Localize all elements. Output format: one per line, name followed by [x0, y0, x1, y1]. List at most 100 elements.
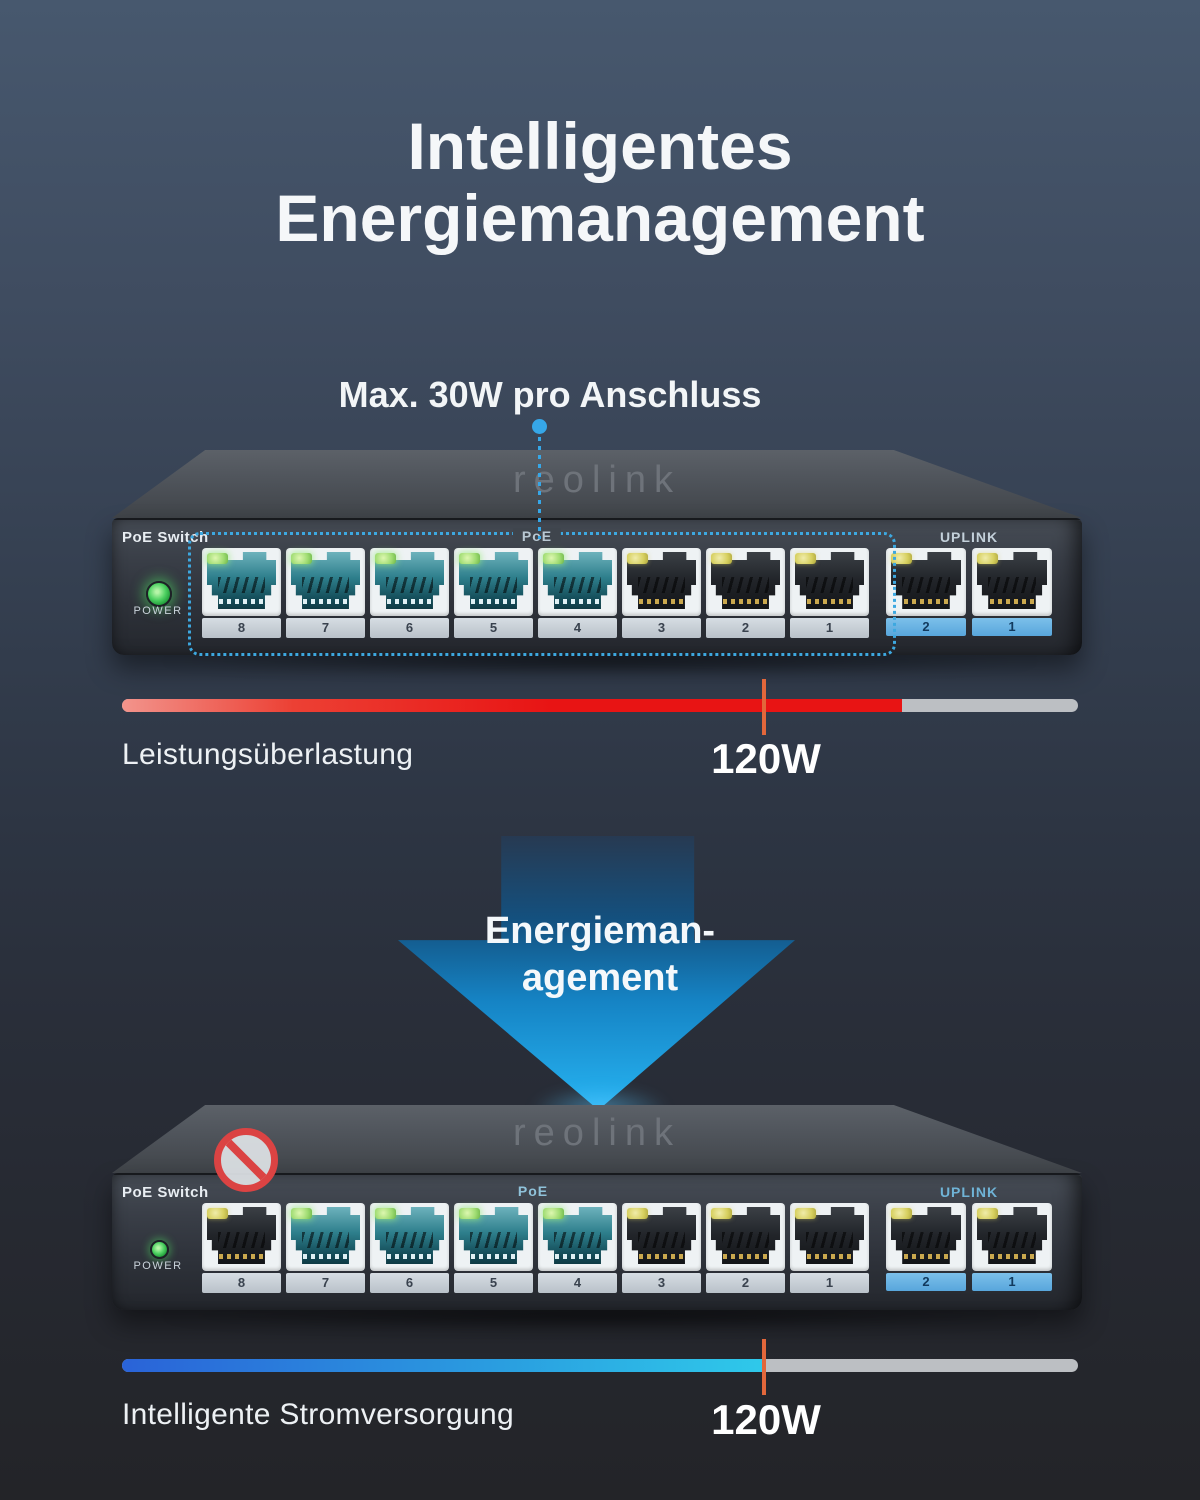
rj45-pins: [555, 1253, 600, 1259]
poe-port-2: [706, 548, 785, 616]
overload-bar-label: Leistungsüberlastung: [122, 738, 414, 771]
port-power-annotation: Max. 30W pro Anschluss: [338, 374, 762, 415]
rj45-pins: [471, 598, 516, 604]
switch-top-uplink-label: UPLINK: [939, 529, 999, 545]
power-led-icon: [150, 1240, 169, 1259]
switch-bottom-poe-ports-row: [202, 1203, 869, 1271]
port-number-label: 5: [454, 618, 533, 638]
rj45-jack-icon: [977, 552, 1047, 609]
port-led-icon: [795, 1208, 816, 1219]
port-number-label: 2: [706, 618, 785, 638]
switch-top-brand-logo: reolink: [513, 459, 681, 501]
rj45-pins: [723, 1253, 768, 1259]
switch-bottom-uplink-label: UPLINK: [939, 1184, 999, 1200]
port-number-label: 2: [886, 618, 966, 636]
rj45-pins: [387, 598, 432, 604]
port-led-icon: [543, 1208, 564, 1219]
rj45-pins: [471, 1253, 516, 1259]
smart-bar-label: Intelligente Stromversorgung: [122, 1398, 514, 1431]
poe-port-4: [538, 548, 617, 616]
port-number-label: 3: [622, 618, 701, 638]
rj45-hatch: [806, 1232, 853, 1249]
rj45-hatch: [722, 577, 769, 594]
port-led-icon: [291, 553, 312, 564]
port-number-label: 1: [972, 1273, 1052, 1291]
switch-top-power-label: POWER: [133, 605, 183, 617]
rj45-pins: [903, 1253, 949, 1259]
poe-port-3: [622, 1203, 701, 1271]
port-led-icon: [891, 1208, 912, 1219]
uplink-port-2: [886, 1203, 966, 1271]
port-led-icon: [977, 553, 998, 564]
port-number-label: 3: [622, 1273, 701, 1293]
port-led-icon: [291, 1208, 312, 1219]
switch-top-top-face: [112, 450, 1082, 518]
port-led-icon: [459, 1208, 480, 1219]
port-number-label: 1: [972, 618, 1052, 636]
port-number-label: 4: [538, 1273, 617, 1293]
rj45-jack-icon: [891, 1207, 961, 1264]
rj45-pins: [989, 1253, 1035, 1259]
rj45-pins: [219, 598, 264, 604]
poe-port-1: [790, 548, 869, 616]
rj45-jack-icon: [627, 1207, 696, 1264]
port-number-label: 1: [790, 1273, 869, 1293]
poe-port-5: [454, 548, 533, 616]
switch-top-uplink-ports-row: [886, 548, 1052, 616]
port-number-label: 4: [538, 618, 617, 638]
rj45-hatch: [806, 577, 853, 594]
rj45-hatch: [722, 1232, 769, 1249]
rj45-jack-icon: [543, 1207, 612, 1264]
title-line-1: Intelligentes: [407, 109, 793, 183]
uplink-port-2: [886, 548, 966, 616]
port-led-icon: [375, 553, 396, 564]
power-led-icon: [146, 581, 172, 607]
rj45-hatch: [218, 1232, 265, 1249]
overload-power-bar: [122, 679, 1078, 735]
port-number-label: 6: [370, 1273, 449, 1293]
rj45-hatch: [470, 577, 517, 594]
port-led-icon: [375, 1208, 396, 1219]
poe-port-1: [790, 1203, 869, 1271]
rj45-jack-icon: [627, 552, 696, 609]
port-led-icon: [795, 553, 816, 564]
port-number-label: 5: [454, 1273, 533, 1293]
callout-dot-icon: [532, 419, 547, 434]
rj45-hatch: [554, 1232, 601, 1249]
poe-port-2: [706, 1203, 785, 1271]
rj45-hatch: [988, 1232, 1036, 1249]
prohibition-slash: [222, 1136, 270, 1184]
switch-top-device-label: PoE Switch: [122, 529, 209, 546]
arrow-caption-line-2: agement: [521, 957, 679, 999]
port-led-icon: [711, 553, 732, 564]
smart-bar-track: [122, 1359, 1078, 1372]
poe-port-6: [370, 1203, 449, 1271]
arrow-caption-line-1: Energieman-: [484, 910, 716, 952]
rj45-hatch: [638, 577, 685, 594]
port-led-icon: [459, 553, 480, 564]
rj45-pins: [723, 598, 768, 604]
switch-top-poe-ports-row: [202, 548, 869, 616]
port-number-label: 7: [286, 618, 365, 638]
uplink-port-1: [972, 548, 1052, 616]
port-number-label: 2: [706, 1273, 785, 1293]
callout-dotted-line: [538, 437, 541, 539]
port-led-icon: [627, 553, 648, 564]
smart-power-bar: [122, 1339, 1078, 1395]
port-led-icon: [627, 1208, 648, 1219]
overload-bar-value: 120W: [711, 735, 821, 782]
rj45-hatch: [302, 1232, 349, 1249]
switch-bottom-uplink-ports-row: [886, 1203, 1052, 1271]
rj45-hatch: [302, 577, 349, 594]
port-led-icon: [711, 1208, 732, 1219]
port-led-icon: [207, 553, 228, 564]
smart-bar-value: 120W: [711, 1396, 821, 1443]
switch-top-poe-label: PoE: [512, 528, 562, 544]
poe-port-8: [202, 1203, 281, 1271]
overload-bar-track: [122, 699, 1078, 712]
port-led-icon: [207, 1208, 228, 1219]
